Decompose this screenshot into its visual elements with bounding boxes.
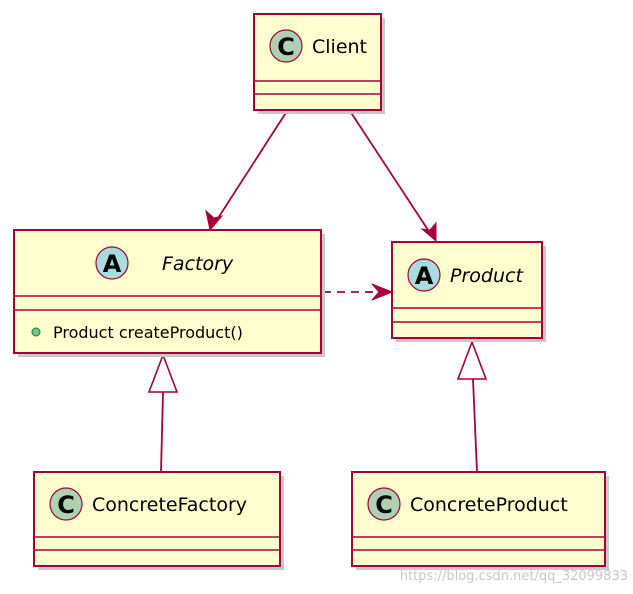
abstract-stereotype-icon: A [95,246,129,280]
svg-text:C: C [57,491,75,519]
factory-generalization-triangle [147,352,179,393]
class-product[interactable]: A Product [391,241,546,342]
concretefactory-generalization-line [160,391,164,473]
factory-product-arrowhead [371,283,394,301]
class-concretefactory[interactable]: C ConcreteFactory [33,471,284,570]
class-concreteproduct[interactable]: C ConcreteProduct [351,471,609,570]
class-client[interactable]: C Client [253,13,385,114]
factory-method: Product createProduct() [53,323,243,342]
svg-text:C: C [277,33,295,61]
client-factory-association-line [212,110,288,227]
svg-text:A: A [103,250,122,278]
client-factory-arrowhead [205,209,224,232]
concreteproduct-class-name: ConcreteProduct [410,494,568,516]
product-class-name: Product [450,265,524,287]
svg-text:A: A [415,262,434,290]
public-method-icon [31,327,41,337]
watermark-text: https://blog.csdn.net/qq_32099833 [400,569,628,584]
class-stereotype-icon: C [367,487,401,521]
abstract-stereotype-icon: A [407,258,441,292]
class-stereotype-icon: C [269,29,303,63]
relations [147,110,488,473]
client-product-association-line [349,110,433,237]
factory-class-name: Factory [162,253,234,275]
client-class-name: Client [312,36,367,58]
concreteproduct-generalization-line [472,378,478,473]
svg-text:C: C [375,491,393,519]
concretefactory-class-name: ConcreteFactory [92,494,247,516]
class-stereotype-icon: C [49,487,83,521]
client-product-arrowhead [420,221,437,243]
class-factory[interactable]: A Factory Product createProduct() [13,229,325,357]
product-generalization-triangle [456,339,488,380]
